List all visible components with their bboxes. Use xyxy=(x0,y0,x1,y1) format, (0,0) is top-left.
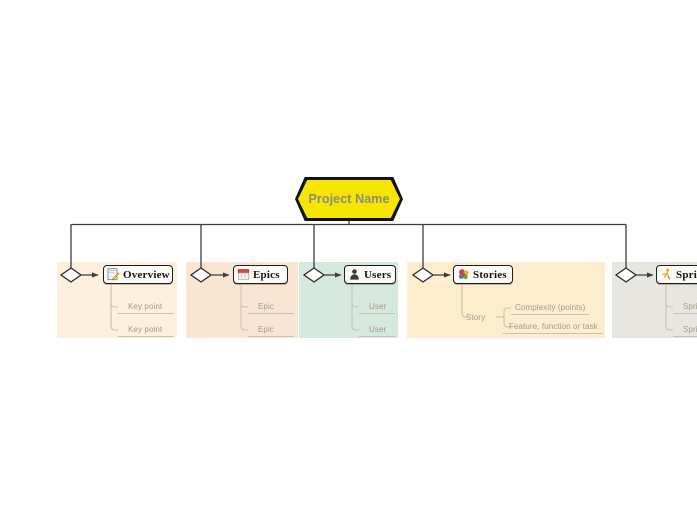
branch-node-users[interactable]: Users xyxy=(344,265,396,284)
branch-label-sprints: Sprin xyxy=(676,268,697,281)
branch-node-sprints[interactable]: Sprin xyxy=(656,265,697,284)
branch-node-stories[interactable]: Stories xyxy=(453,265,513,284)
red-calendar-icon xyxy=(237,268,250,281)
subitem-label: Epic xyxy=(258,324,274,334)
subitem-label: Feature, function or task xyxy=(509,321,598,331)
subitem-label: Sprint xyxy=(683,324,697,334)
branch-label-users: Users xyxy=(364,268,392,281)
subitem-label: Key point xyxy=(128,324,163,334)
subitem-label: Sprint xyxy=(683,301,697,311)
person-silhouette-icon xyxy=(348,268,361,281)
subitem-users-0[interactable]: User xyxy=(359,299,395,314)
subitem-label: User xyxy=(369,324,387,334)
subitem-label: Epic xyxy=(258,301,274,311)
subitem-users-1[interactable]: User xyxy=(359,322,395,337)
color-puzzle-icon xyxy=(457,268,470,281)
subitem-label: Key point xyxy=(128,301,163,311)
branch-node-epics[interactable]: Epics xyxy=(233,265,288,284)
subitem-overview-0[interactable]: Key point xyxy=(118,299,174,314)
subitem-overview-1[interactable]: Key point xyxy=(118,322,174,337)
subitem-label: Story xyxy=(466,313,486,322)
subitem-stories-complexity[interactable]: Complexity (points) xyxy=(511,300,589,315)
subitem-epics-0[interactable]: Epic xyxy=(248,299,294,314)
subitem-label: User xyxy=(369,301,387,311)
root-node-fill xyxy=(298,180,400,218)
root-node-label[interactable]: Project Name xyxy=(308,192,390,206)
subitem-epics-1[interactable]: Epic xyxy=(248,322,294,337)
subitem-sprints-1[interactable]: Sprint xyxy=(673,322,697,337)
note-pencil-icon xyxy=(107,268,120,281)
branch-node-overview[interactable]: Overview xyxy=(103,265,173,284)
branch-label-overview: Overview xyxy=(123,268,170,281)
subitem-label: Complexity (points) xyxy=(515,302,586,312)
running-person-icon xyxy=(660,268,673,281)
subitem-stories-feature[interactable]: Feature, function or task xyxy=(503,319,603,334)
subitem-stories-story[interactable]: Story xyxy=(466,310,498,325)
branch-label-stories: Stories xyxy=(473,268,507,281)
branch-label-epics: Epics xyxy=(253,268,280,281)
subitem-sprints-0[interactable]: Sprint xyxy=(673,299,697,314)
